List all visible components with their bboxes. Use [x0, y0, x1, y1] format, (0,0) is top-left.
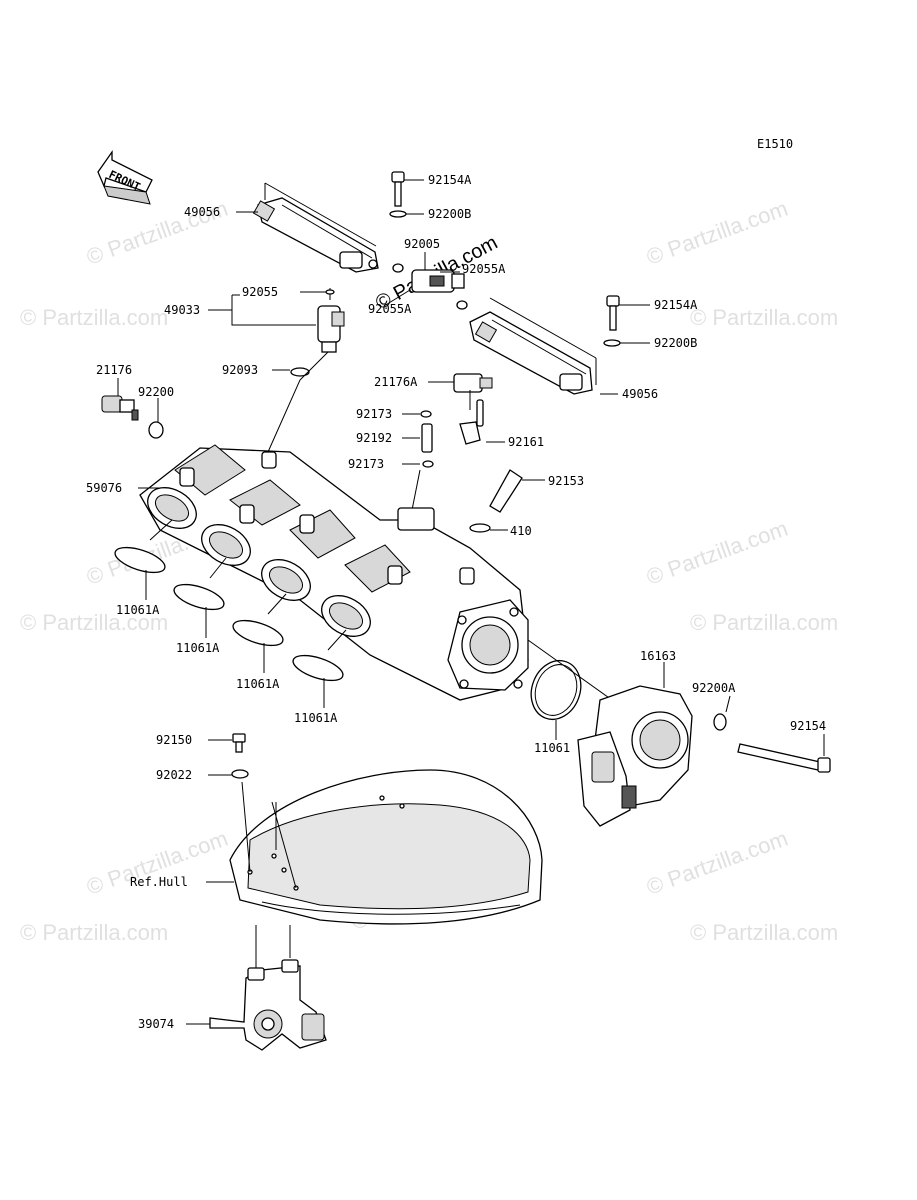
front-arrow-icon: FRONT: [97, 149, 153, 205]
watermark: © Partzilla.com: [690, 920, 838, 945]
watermark: © Partzilla.com: [643, 826, 791, 900]
hull-reference: [206, 769, 543, 925]
label-92150: 92150: [156, 733, 192, 747]
bolt-92154a-top: [391, 171, 424, 207]
label-21176: 21176: [96, 363, 132, 377]
watermark: © Partzilla.com: [20, 305, 168, 330]
label-59076: 59076: [86, 481, 122, 495]
watermark: © Partzilla.com: [643, 516, 791, 590]
bolt-92153: [489, 469, 545, 513]
label-92173-a: 92173: [356, 407, 392, 421]
fuel-rail-right: [469, 297, 597, 395]
label-39074: 39074: [138, 1017, 174, 1031]
label-49056-top: 49056: [184, 205, 220, 219]
label-21176a: 21176A: [374, 375, 418, 389]
label-11061: 11061: [534, 741, 570, 755]
watermark: © Partzilla.com: [643, 196, 791, 270]
gaskets-11061a: [114, 519, 347, 708]
injector-49033: [208, 288, 345, 377]
bolt-92154a-right: [606, 295, 650, 331]
label-49033: 49033: [164, 303, 200, 317]
label-92055a-right: 92055A: [462, 262, 506, 276]
watermark: © Partzilla.com: [20, 610, 168, 635]
diagram-code: E1510: [757, 137, 793, 151]
oring-410: [469, 523, 508, 533]
label-92022: 92022: [156, 768, 192, 782]
label-92161: 92161: [508, 435, 544, 449]
label-ref-hull: Ref.Hull: [130, 875, 188, 889]
label-92055: 92055: [242, 285, 278, 299]
label-11061a-3: 11061A: [236, 677, 280, 691]
leader-lines: [236, 211, 618, 395]
label-92200a: 92200A: [692, 681, 736, 695]
label-11061a-2: 11061A: [176, 641, 220, 655]
sensor-21176: [101, 378, 164, 439]
label-92093: 92093: [222, 363, 258, 377]
sensor-21176a: [402, 373, 505, 531]
label-49056-right: 49056: [622, 387, 658, 401]
intake-manifold-59076: [138, 351, 529, 701]
fuel-rail-left: [252, 182, 379, 273]
label-11061a-4: 11061A: [294, 711, 338, 725]
regulator-92005: [392, 252, 468, 310]
bolt-92154: [737, 734, 831, 773]
label-92055a-mid: 92055A: [368, 302, 412, 316]
label-92153: 92153: [548, 474, 584, 488]
label-92200b-right: 92200B: [654, 336, 697, 350]
part-labels: 49056 92154A 92200B 92005 92055A 92055A …: [86, 173, 826, 1031]
washer-92200a: [713, 695, 731, 731]
watermark: © Partzilla.com: [20, 920, 168, 945]
label-92192: 92192: [356, 431, 392, 445]
bolt-92150: [208, 733, 246, 753]
label-410: 410: [510, 524, 532, 538]
label-92154a-top: 92154A: [428, 173, 472, 187]
label-92200b-top: 92200B: [428, 207, 471, 221]
washer-92200b-right: [603, 339, 650, 347]
throttle-body-16163: [577, 662, 693, 827]
washer-92022: [208, 769, 249, 779]
label-92154: 92154: [790, 719, 826, 733]
washer-92200b-top: [389, 210, 424, 218]
label-11061a-1: 11061A: [116, 603, 160, 617]
label-92154a-right: 92154A: [654, 298, 698, 312]
label-16163: 16163: [640, 649, 676, 663]
label-92200: 92200: [138, 385, 174, 399]
watermark: © Partzilla.com: [690, 305, 838, 330]
label-92173-b: 92173: [348, 457, 384, 471]
watermark: © Partzilla.com: [690, 610, 838, 635]
label-92005: 92005: [404, 237, 440, 251]
sensor-39074: [186, 925, 327, 1051]
